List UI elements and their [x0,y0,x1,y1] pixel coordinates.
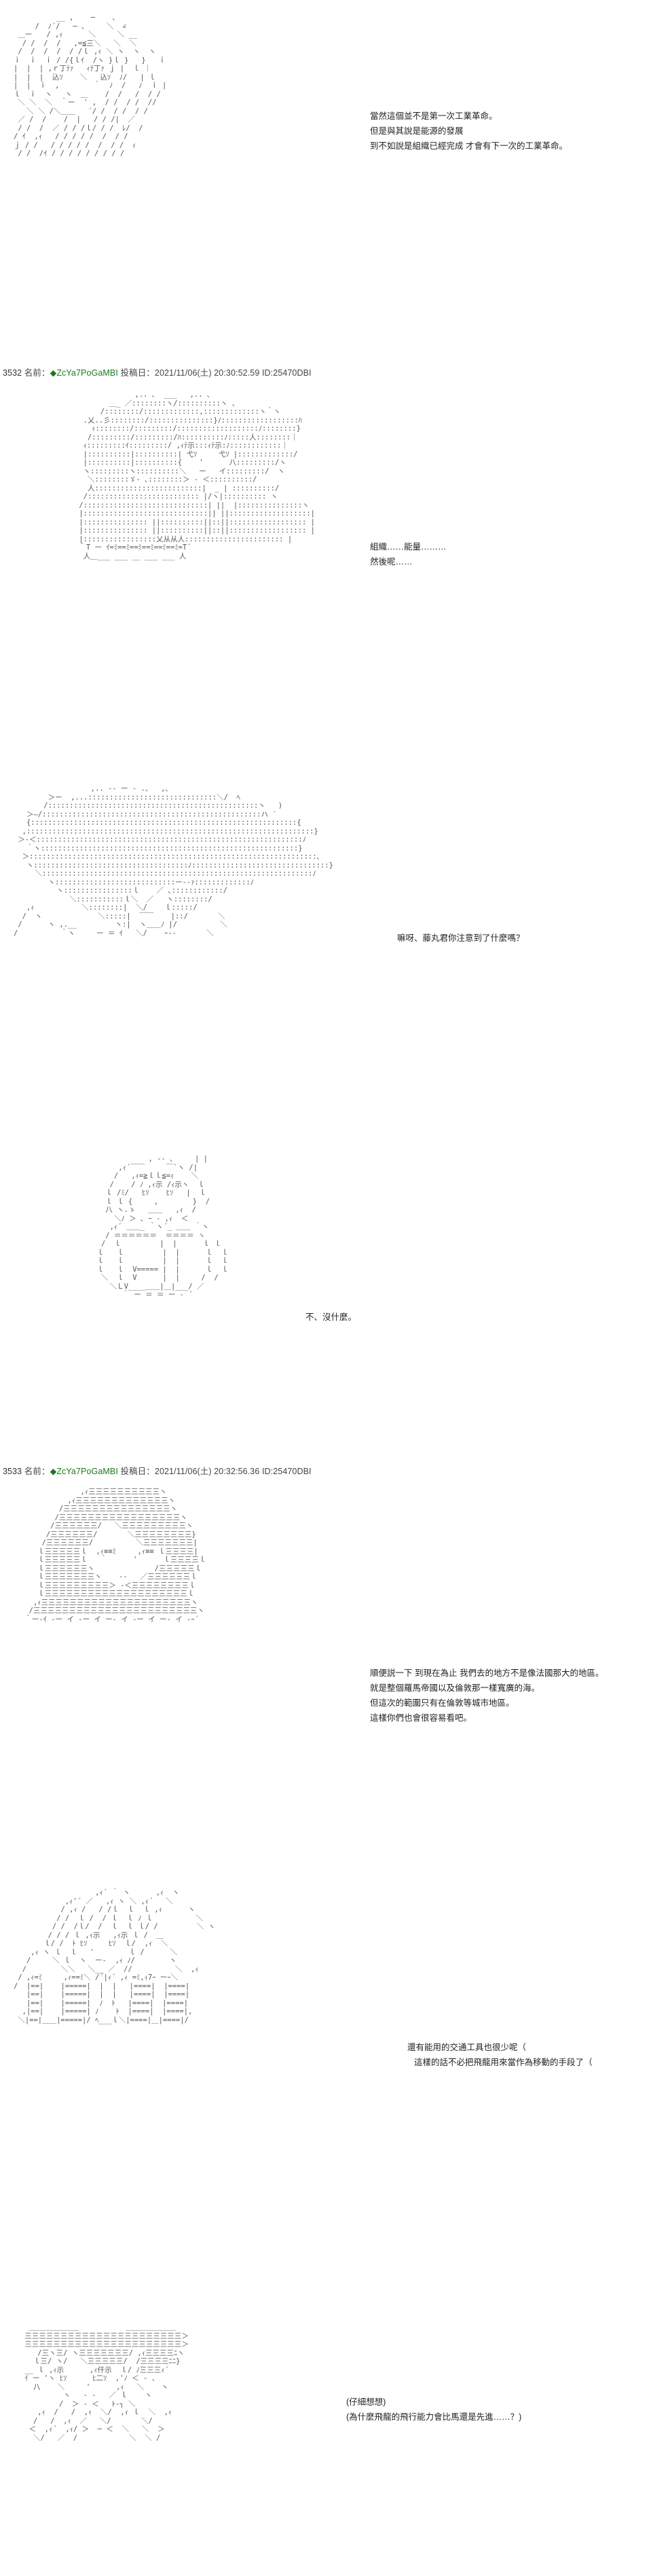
dialogue-panel-7: (仔細想想) (為什麼飛龍的飛行能力會比馬還是先進……？) [346,2395,521,2425]
name-label: 名前： [24,1467,50,1476]
dialogue-line: 當然這個並不是第一次工業革命。 [370,111,498,121]
ascii-art-character-2: ,.. ､ ___ ,.. ､ ＿_ ／::::::::ヽ/::::::::::… [79,391,316,560]
dialogue-panel-1: 當然這個並不是第一次工業革命。 但是與其說是能源的發展 到不如說是組織已經完成 … [370,109,568,154]
dialogue-line: 組織……能量……… [370,542,447,552]
dialogue-line: 嘛呀、藤丸君你注意到了什麼嗎？ [397,933,525,943]
poster-name: ◆ZcYa7PoGaMBI [50,368,118,378]
dialogue-panel-5: 順便説一下 到現在為止 我們去的地方不是像法國那大的地區。 就是整個羅馬帝國以及… [370,1666,603,1725]
dialogue-panel-4: 不、沒什麼。 [305,1310,356,1325]
dialogue-line: 這樣你們也會很容易看吧。 [370,1713,472,1723]
dialogue-line: 然後呢…… [370,557,413,567]
dialogue-panel-6: 還有能用的交通工具也很少呢（ 這樣的話不必把飛龍用來當作為移動的手段了（ [407,2040,593,2070]
dialogue-line: 這樣的話不必把飛龍用來當作為移動的手段了（ [414,2058,593,2067]
ascii-art-character-5: ,ｨ三三三三三三三三三三ヽ ,ｨ三三三三三三三三三三三三三ヽ /三三三三三三三三… [24,1488,206,1624]
dialogue-line: 到不如說是組織已經完成 才會有下一次的工業革命。 [370,141,568,151]
dialogue-line: (為什麼飛龍的飛行能力會比馬還是先進……？) [346,2412,522,2422]
dialogue-panel-3: 嘛呀、藤丸君你注意到了什麼嗎？ [397,931,525,946]
post-meta: 投稿日：2021/11/06(土) 20:30:52.59 ID:25470DB… [120,368,312,378]
dialogue-line: 就是整個羅馬帝國以及倫敦那一樣寬廣的海。 [370,1683,540,1693]
name-label: 名前： [24,368,50,378]
dialogue-line: (仔細想想) [346,2397,386,2407]
dialogue-line: 但是與其說是能源的發展 [370,126,464,136]
post-meta: 投稿日：2021/11/06(土) 20:32:56.36 ID:25470DB… [120,1467,312,1476]
ascii-art-character-3: ,.. -‐ ー ‐ .、 ,、 ＞ー ,...::::::::::::::::… [14,785,333,937]
post-number: 3533 [3,1467,22,1476]
ascii-art-character-1: __ , ─ ､ / ﾉ´/ ─ ､ ＼ ∠ ＿ー / ,ｨ ＼ ＼ __ / … [14,14,167,158]
ascii-art-character-7: ＿＿＿＿＿＿＿ ＿＿＿＿＿＿＿ 三三三三三三三三三三三三三三三三三三三三三三＞ … [24,2323,189,2442]
dialogue-panel-2: 組織……能量……… 然後呢…… [370,539,447,569]
poster-name: ◆ZcYa7PoGaMBI [50,1467,118,1476]
dialogue-line: 不、沒什麼。 [305,1312,357,1322]
dialogue-line: 順便説一下 到現在為止 我們去的地方不是像法國那大的地區。 [370,1668,604,1678]
dialogue-line: 但這次的範圍只有在倫敦等城市地區。 [370,1698,515,1708]
post-header-3532: 3532 名前：◆ZcYa7PoGaMBI 投稿日：2021/11/06(土) … [3,365,312,378]
post-number: 3532 [3,368,22,378]
ascii-art-character-6: ,ｨ´ ｀ ヽ ,ｨ ヽ ,ｨ'´ ／ ,ｨ ヽ ＼ ,ｨ´ ＼ / ,ｨ / … [14,1889,215,2024]
dialogue-line: 還有能用的交通工具也很少呢（ [407,2043,527,2052]
ascii-art-character-4: , -‐ ､ | | ,ｨ´￣￣ ￣`ヽ /| / ,ｨ=≧ｌｌ≦=ｨ ＼ / … [96,1155,229,1299]
post-header-3533: 3533 名前：◆ZcYa7PoGaMBI 投稿日：2021/11/06(土) … [3,1464,312,1477]
